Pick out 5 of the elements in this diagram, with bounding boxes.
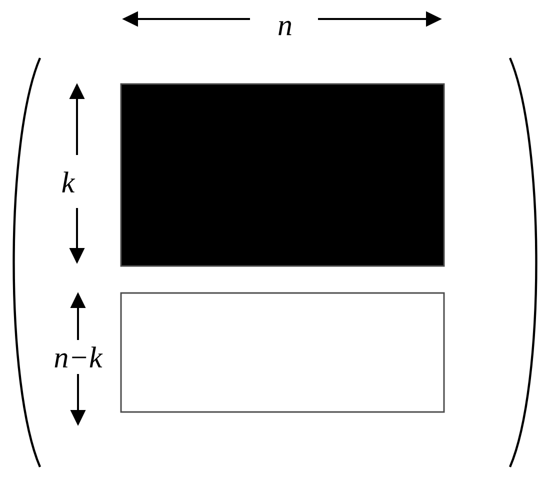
dimension-label: n bbox=[278, 20, 292, 36]
filled-block bbox=[120, 83, 445, 267]
dimension-label: n−k bbox=[54, 346, 103, 368]
empty-block bbox=[120, 292, 445, 413]
dimension-label: k bbox=[62, 172, 76, 192]
